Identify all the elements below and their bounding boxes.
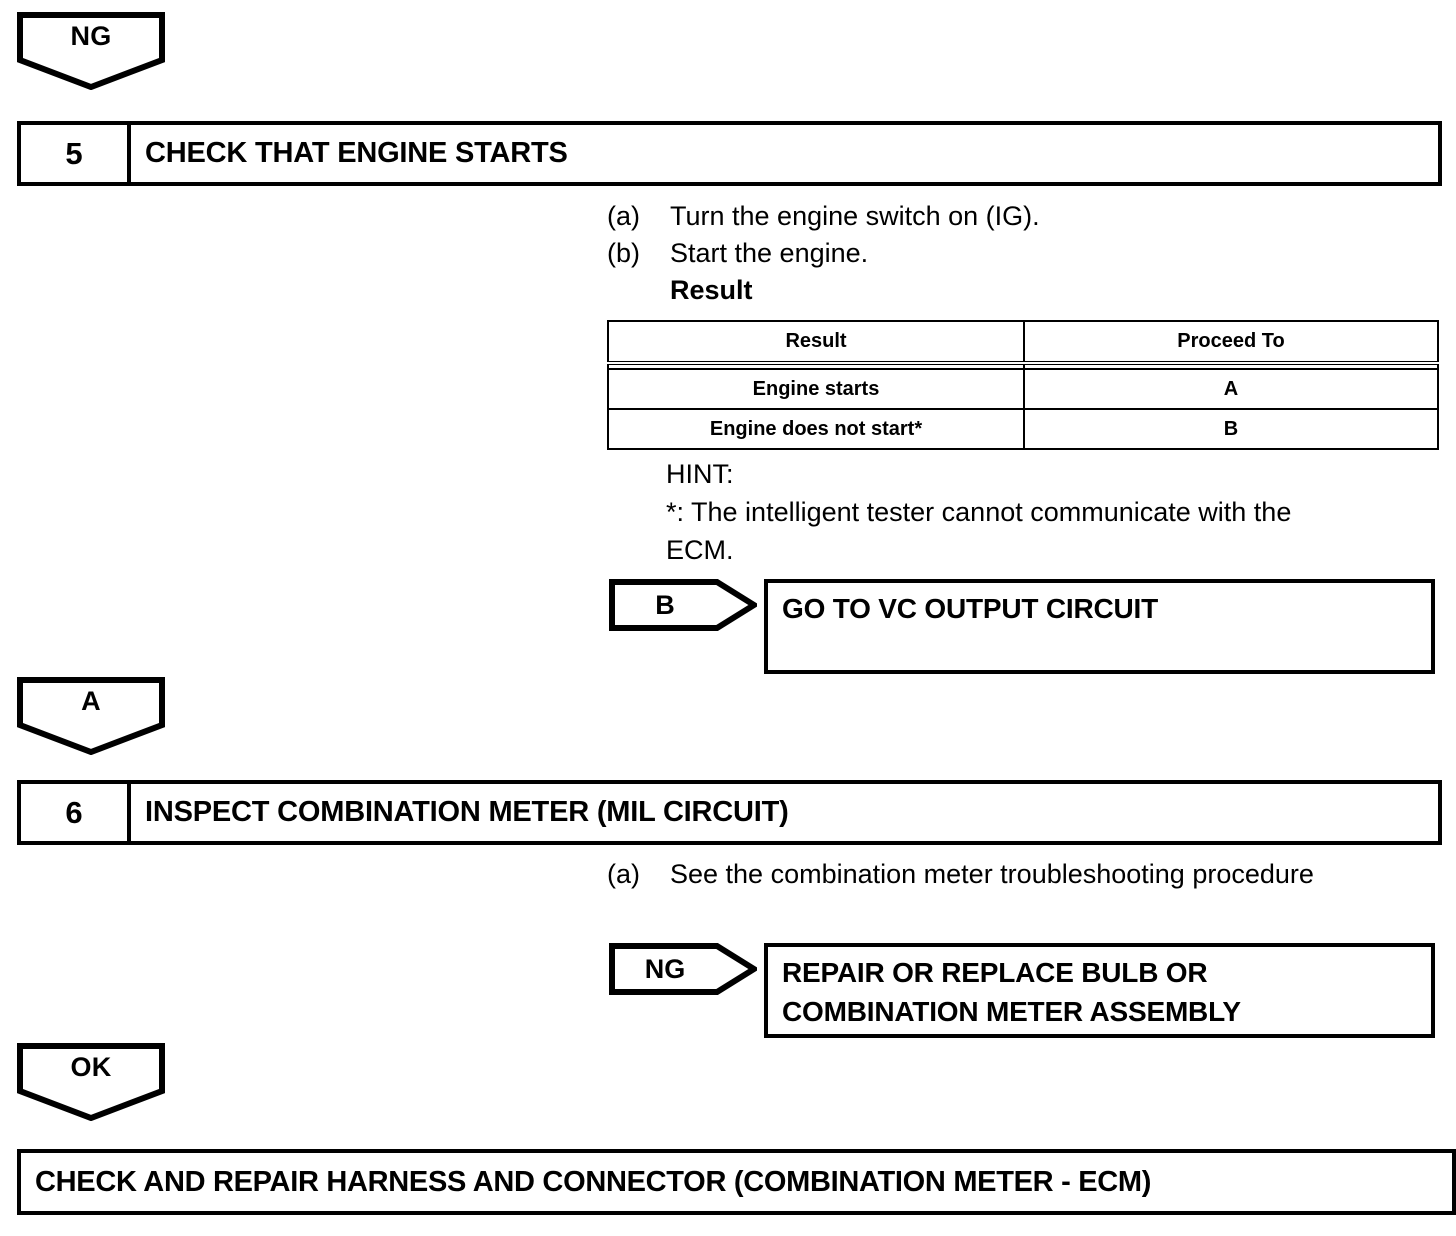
step-6-procedure-list: (a) See the combination meter troublesho… <box>607 856 1437 893</box>
pennant-down-shape <box>17 12 165 90</box>
pennant-down-shape <box>17 1043 165 1121</box>
step-5-procedure-a: (a) Turn the engine switch on (IG). <box>607 198 1437 235</box>
step-6-procedure-a-text: See the combination meter troubleshootin… <box>670 859 1314 889</box>
branch-flag-b-label: B <box>655 589 675 620</box>
step-5-procedure-a-tag: (a) <box>607 201 640 231</box>
step-5-number: 5 <box>21 125 131 182</box>
final-outcome-text: CHECK AND REPAIR HARNESS AND CONNECTOR (… <box>35 1165 1152 1198</box>
table-cell-proceed-2: B <box>1023 408 1439 450</box>
step-6-procedure-a-tag: (a) <box>607 859 640 889</box>
branch-flag-ng: NG <box>609 943 757 995</box>
branch-ng-result-line-1: REPAIR OR REPLACE BULB OR <box>782 957 1208 988</box>
table-row: Engine does not start* B <box>607 408 1439 450</box>
branch-flag-ng-label: NG <box>644 953 686 984</box>
table-header-separator-right <box>1023 361 1439 370</box>
step-5-procedure-b: (b) Start the engine. <box>607 235 1437 272</box>
connector-label-ok: OK <box>70 1052 112 1082</box>
step-5-title: CHECK THAT ENGINE STARTS <box>145 137 568 169</box>
branch-b-result-box: GO TO VC OUTPUT CIRCUIT <box>764 579 1435 674</box>
step-5-procedure-b-tag: (b) <box>607 238 640 268</box>
branch-ng-result-box: REPAIR OR REPLACE BULB OR COMBINATION ME… <box>764 943 1435 1038</box>
table-cell-result-2: Engine does not start* <box>607 408 1025 450</box>
step-6-header: 6 INSPECT COMBINATION METER (MIL CIRCUIT… <box>17 780 1442 845</box>
table-header-separator-left <box>607 361 1025 370</box>
table-header-proceed-to: Proceed To <box>1023 320 1439 364</box>
step-5-procedure-list: (a) Turn the engine switch on (IG). (b) … <box>607 198 1437 309</box>
table-cell-proceed-1: A <box>1023 368 1439 410</box>
branch-ng-result-line-2: COMBINATION METER ASSEMBLY <box>782 996 1241 1027</box>
hint-title: HINT: <box>666 459 734 489</box>
hint-line-1: *: The intelligent tester cannot communi… <box>666 497 1292 527</box>
table-cell-result-1: Engine starts <box>607 368 1025 410</box>
step-5-procedure-b-text: Start the engine. <box>670 238 869 268</box>
table-row: Engine starts A <box>607 368 1439 410</box>
branch-flag-b: B <box>609 579 757 631</box>
connector-label-a: A <box>81 686 101 716</box>
step-5-result-heading: Result <box>670 275 753 305</box>
step-5-procedure-a-text: Turn the engine switch on (IG). <box>670 201 1040 231</box>
connector-pennant-a: A <box>17 677 165 755</box>
step-5-branch-b-group: B GO TO VC OUTPUT CIRCUIT <box>609 579 1435 674</box>
connector-pennant-ng-top: NG <box>17 12 165 90</box>
connector-pennant-ok: OK <box>17 1043 165 1121</box>
step-5-hint-block: HINT: *: The intelligent tester cannot c… <box>666 455 1426 569</box>
final-outcome-box: CHECK AND REPAIR HARNESS AND CONNECTOR (… <box>17 1149 1456 1215</box>
branch-b-result-line-1: GO TO VC OUTPUT CIRCUIT <box>782 593 1158 624</box>
pennant-down-shape <box>17 677 165 755</box>
step-6-procedure-a: (a) See the combination meter troublesho… <box>607 856 1437 893</box>
table-header-separator <box>607 361 1439 370</box>
step-5-result-table: Result Proceed To Engine starts A Engine… <box>607 320 1439 450</box>
step-6-number: 6 <box>21 784 131 841</box>
hint-line-2: ECM. <box>666 535 734 565</box>
pennant-right-shape <box>609 579 757 631</box>
table-header-result: Result <box>607 320 1025 364</box>
step-6-branch-ng-group: NG REPAIR OR REPLACE BULB OR COMBINATION… <box>609 943 1435 1038</box>
connector-label-ng-top: NG <box>70 21 112 51</box>
step-6-title: INSPECT COMBINATION METER (MIL CIRCUIT) <box>145 796 789 828</box>
step-5-header: 5 CHECK THAT ENGINE STARTS <box>17 121 1442 186</box>
table-header-row: Result Proceed To <box>607 320 1439 364</box>
pennant-right-shape <box>609 943 757 995</box>
